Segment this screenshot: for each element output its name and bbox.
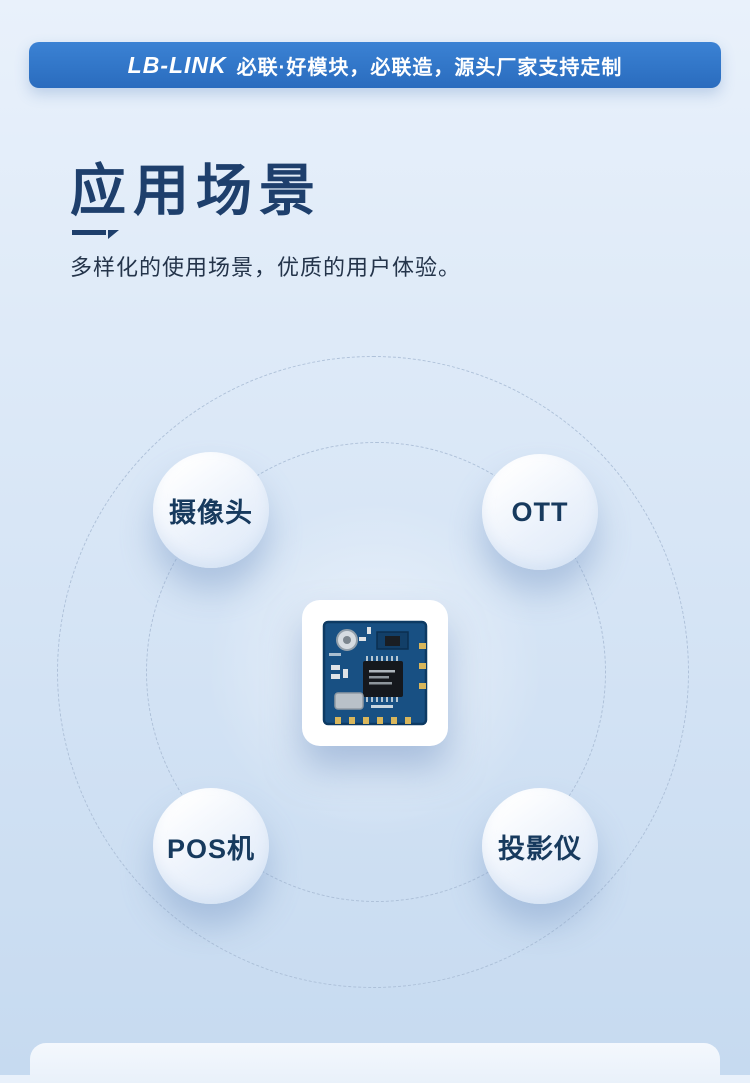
scenario-bubble-camera: 摄像头 bbox=[153, 452, 269, 568]
scenario-bubble-pos: POS机 bbox=[153, 788, 269, 904]
section-subtitle: 多样化的使用场景，优质的用户体验。 bbox=[70, 255, 462, 280]
scenario-label: OTT bbox=[511, 496, 569, 527]
brand-logo: LB-LINK bbox=[127, 51, 227, 78]
scenario-label: POS机 bbox=[166, 833, 256, 864]
scenario-bubble-projector: 投影仪 bbox=[482, 788, 598, 904]
scenario-label: 摄像头 bbox=[169, 497, 253, 528]
inner-dashed-circle bbox=[146, 442, 606, 902]
next-section-preview bbox=[30, 1043, 720, 1083]
top-banner: LB-LINK 必联·好模块，必联造，源头厂家支持定制 bbox=[29, 42, 721, 88]
module-photo-card bbox=[302, 600, 448, 746]
section-title: 应用场景 bbox=[70, 159, 322, 222]
title-underline bbox=[72, 230, 119, 239]
wifi-module-image bbox=[322, 620, 428, 726]
outer-dashed-circle bbox=[57, 356, 689, 988]
scenario-label: 投影仪 bbox=[498, 833, 582, 864]
scenario-bubble-ott: OTT bbox=[482, 454, 598, 570]
banner-tagline: 必联·好模块，必联造，源头厂家支持定制 bbox=[236, 56, 623, 79]
